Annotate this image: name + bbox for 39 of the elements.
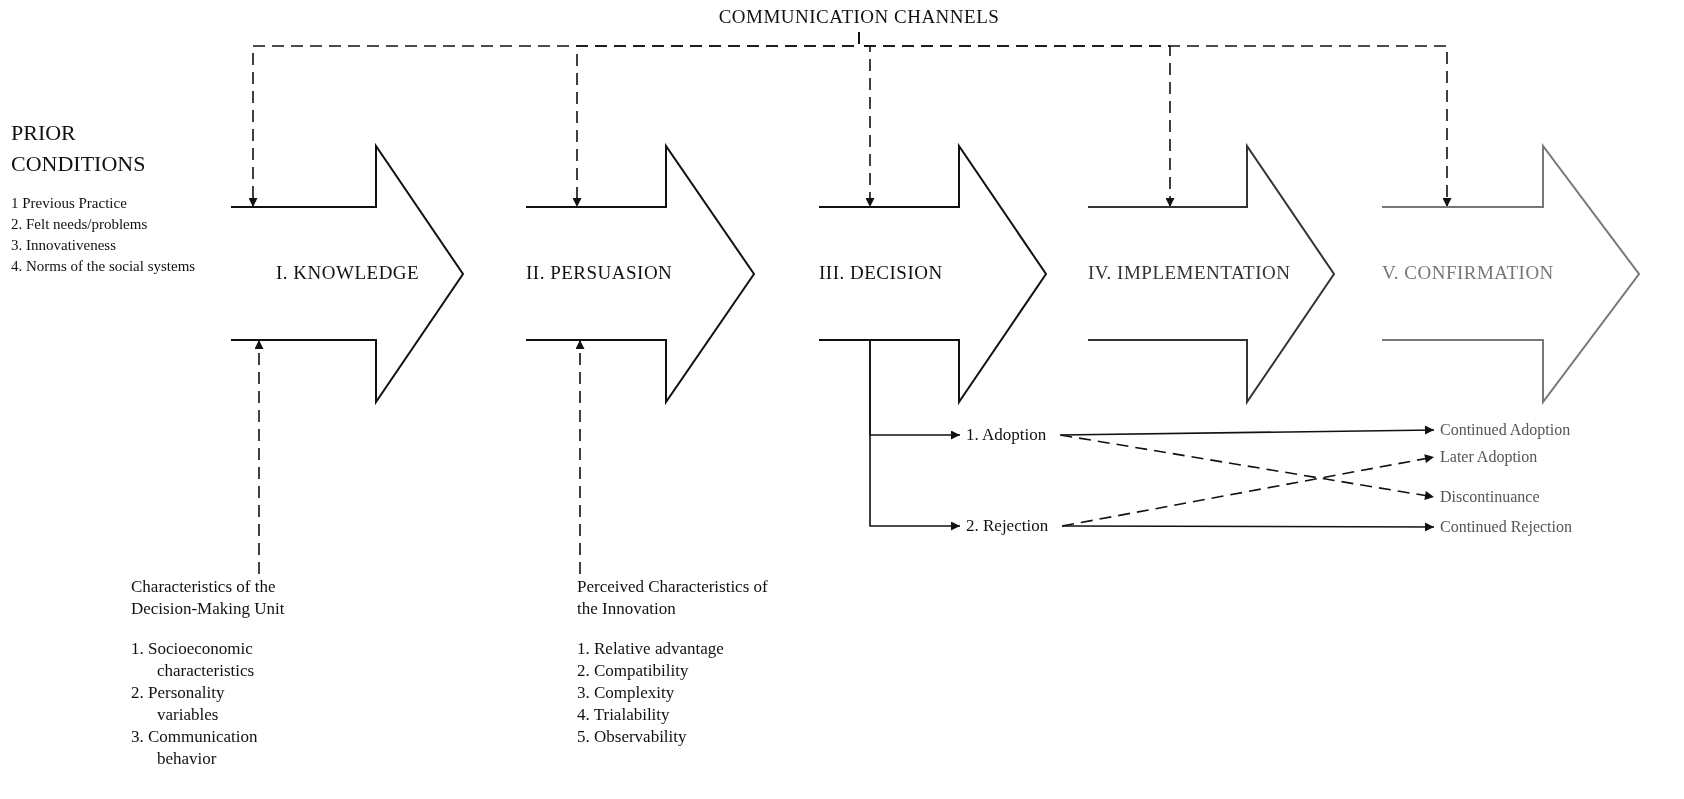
stage-label: III. DECISION (819, 262, 943, 284)
list-item: 2. Personality variables (131, 682, 226, 726)
outcome-label: Later Adoption (1440, 446, 1538, 468)
stage-block (526, 145, 755, 403)
list-item: 4. Trialability (577, 704, 671, 726)
channel-heading: COMMUNICATION CHANNELS (717, 6, 1001, 28)
list-item: 3. Innovativeness (11, 236, 117, 255)
dashed-arrow (254, 339, 264, 575)
stage-label: II. PERSUASION (526, 262, 673, 284)
factor-heading: Characteristics of the Decision-Making Unit (131, 576, 286, 620)
stage-block (819, 145, 1047, 403)
list-item: 1. Relative advantage (577, 638, 725, 660)
stage-label: IV. IMPLEMENTATION (1088, 262, 1291, 284)
section-heading: PRIOR CONDITIONS (11, 119, 147, 178)
stage-block (1382, 145, 1640, 403)
list-item: 1. Socioeconomic characteristics (131, 638, 256, 682)
outcome-label: Discontinuance (1440, 486, 1540, 508)
list-item: 3. Communication behavior (131, 726, 259, 770)
outcome-label: 2. Rejection (966, 515, 1049, 537)
arrow (1061, 522, 1435, 532)
list-item: 3. Complexity (577, 682, 676, 704)
list-item: 2. Compatibility (577, 660, 690, 682)
list-item: 5. Observability (577, 726, 688, 748)
outcome-label: Continued Rejection (1440, 516, 1572, 538)
factor-heading: Perceived Characteristics of the Innovation (577, 576, 769, 620)
stage-label: I. KNOWLEDGE (276, 262, 420, 284)
dashed-arrow (1059, 434, 1435, 500)
dashed-arrow (575, 339, 585, 575)
stage-block (1088, 145, 1335, 403)
dashed-arrow (858, 31, 1452, 208)
arrow (869, 339, 961, 531)
list-item: 1 Previous Practice (11, 194, 128, 213)
stage-block (231, 145, 464, 403)
outcome-label: Continued Adoption (1440, 419, 1571, 441)
stage-label: V. CONFIRMATION (1382, 262, 1554, 284)
list-item: 4. Norms of the social systems (11, 257, 196, 276)
outcome-label: 1. Adoption (966, 424, 1047, 446)
list-item: 2. Felt needs/problems (11, 215, 149, 234)
arrow (1059, 425, 1435, 436)
